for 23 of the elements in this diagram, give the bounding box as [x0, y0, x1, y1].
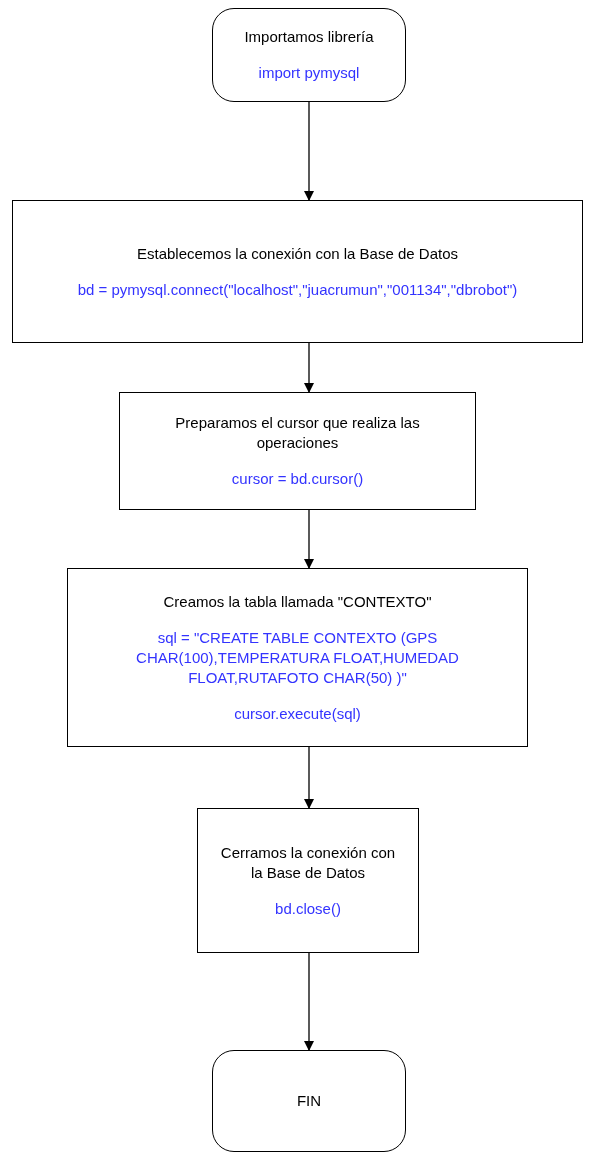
arrow — [304, 746, 314, 809]
arrow — [304, 342, 314, 393]
step-description: Importamos librería — [244, 27, 374, 47]
process-box — [119, 392, 476, 510]
code-line: cursor.execute(sql) — [234, 703, 361, 724]
arrow — [304, 952, 314, 1051]
code-line: cursor = bd.cursor() — [231, 469, 364, 489]
arrow — [304, 101, 314, 201]
code-line: bd = pymysql.connect("localhost","juacrumun","001134","dbrobot") — [77, 279, 518, 300]
process-box — [12, 200, 583, 343]
code-line: import pymysql — [258, 63, 360, 83]
end-terminal — [212, 1050, 406, 1152]
process-box — [197, 808, 419, 953]
process-box — [67, 568, 528, 747]
step-description: Creamos la tabla llamada "CONTEXTO" — [163, 591, 432, 612]
code-line: bd.close() — [275, 898, 341, 919]
step-description: Preparamos el cursor que realiza las operaciones — [174, 413, 421, 453]
arrow — [304, 509, 314, 569]
step-description: Establecemos la conexión con la Base de Datos — [137, 243, 458, 264]
code-line: sql = "CREATE TABLE CONTEXTO (GPS CHAR(100),TEMPERATURA FLOAT,HUMEDAD FLOAT,RUTAFOTO CHAR(50) )" — [135, 627, 460, 688]
step-description: Cerramos la conexión con la Base de Datos — [219, 842, 397, 883]
step-description: FIN — [296, 1091, 322, 1111]
start-terminal — [212, 8, 406, 102]
